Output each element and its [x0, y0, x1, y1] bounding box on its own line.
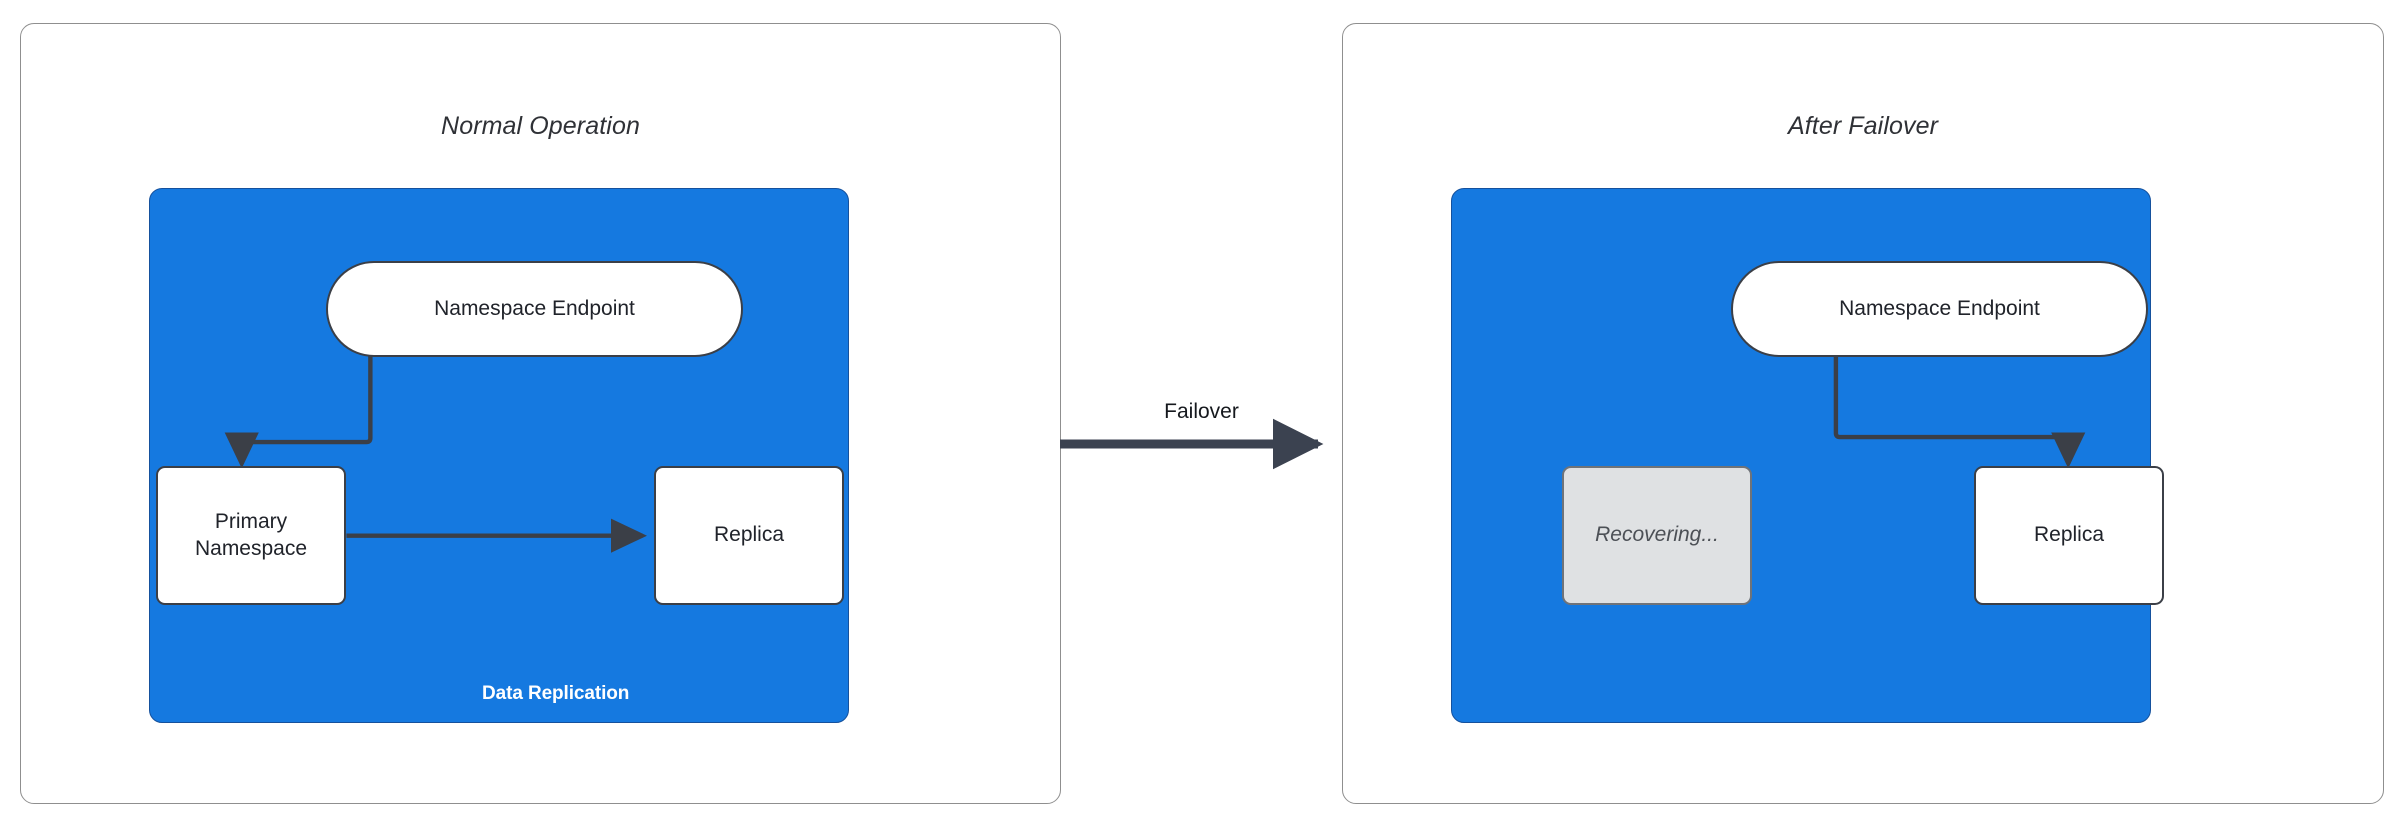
- panel-title-after-failover: After Failover: [1787, 112, 1939, 140]
- node-label: Replica: [713, 523, 785, 547]
- failover-arrow-icon: [1060, 418, 1324, 470]
- node-label: Replica: [2033, 523, 2105, 547]
- node-replica-left[interactable]: Replica: [654, 466, 844, 605]
- edge-label-data-replication: Data Replication: [482, 683, 630, 704]
- node-namespace-endpoint-left[interactable]: Namespace Endpoint: [326, 261, 743, 357]
- node-recovering[interactable]: Recovering...: [1562, 466, 1752, 605]
- node-label: Namespace Endpoint: [434, 296, 635, 320]
- node-label: Namespace Endpoint: [1839, 296, 2040, 320]
- node-label-line1: Primary: [214, 510, 288, 534]
- panel-normal-operation: Normal Operation Data Replication: [20, 23, 1061, 804]
- node-label-line2: Namespace: [194, 536, 308, 560]
- node-namespace-endpoint-right[interactable]: Namespace Endpoint: [1731, 261, 2148, 357]
- node-label: Recovering...: [1595, 523, 1719, 547]
- failover-transition: Failover: [1060, 400, 1343, 500]
- panel-title-normal-operation: Normal Operation: [441, 112, 640, 140]
- node-replica-right[interactable]: Replica: [1974, 466, 2164, 605]
- failover-label: Failover: [1164, 400, 1239, 423]
- panel-after-failover: After Failover Namespace Endpoint Recove…: [1342, 23, 2384, 804]
